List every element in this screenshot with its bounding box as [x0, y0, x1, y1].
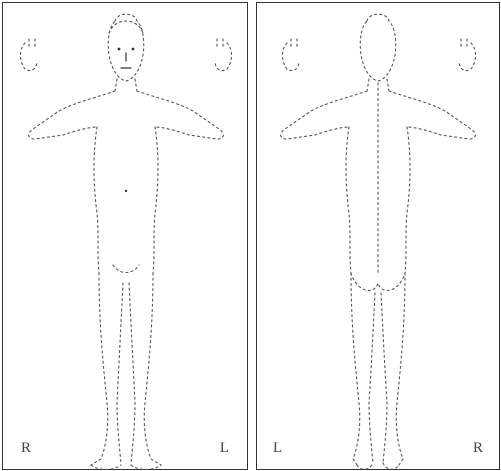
- front-left-side-label: L: [220, 440, 229, 457]
- back-right-leg-inner: [381, 293, 387, 463]
- back-left-shoulder-arm: [281, 91, 367, 139]
- front-right-leg-outer: [91, 273, 108, 465]
- back-left-torso-side: [346, 127, 351, 273]
- front-body-figure: [3, 3, 249, 471]
- back-head-outline: [360, 14, 396, 81]
- front-left-eye: [132, 48, 135, 51]
- back-left-leg-outer: [351, 273, 360, 465]
- front-left-hand: [215, 39, 232, 71]
- front-left-shoulder-arm: [137, 91, 223, 139]
- back-left-leg-inner: [369, 293, 375, 463]
- front-right-shoulder-arm: [29, 91, 115, 139]
- front-right-foot: [91, 465, 121, 470]
- back-right-side-label: R: [473, 440, 483, 457]
- front-navel: [125, 190, 127, 192]
- back-right-torso-side: [405, 127, 410, 273]
- back-right-leg-outer: [396, 273, 405, 465]
- back-body-figure: [257, 3, 501, 471]
- back-right-hand: [459, 39, 476, 71]
- back-left-hand: [283, 39, 300, 71]
- back-left-heel: [357, 463, 373, 469]
- back-right-heel: [383, 463, 399, 469]
- front-left-leg-outer: [144, 273, 161, 465]
- front-right-eye: [118, 48, 121, 51]
- front-left-foot: [131, 465, 161, 470]
- front-groin: [113, 265, 139, 273]
- front-left-leg-inner: [129, 283, 135, 463]
- back-view-panel: L R: [256, 2, 500, 470]
- front-view-panel: R L: [2, 2, 248, 470]
- front-left-torso-side: [153, 127, 158, 273]
- front-right-torso-side: [94, 127, 99, 273]
- front-right-hand: [21, 39, 38, 71]
- back-buttocks: [351, 273, 405, 290]
- front-right-side-label: R: [21, 440, 31, 457]
- front-head-outline: [108, 14, 144, 81]
- back-left-side-label: L: [273, 440, 282, 457]
- front-right-leg-inner: [117, 283, 123, 463]
- back-right-shoulder-arm: [389, 91, 475, 139]
